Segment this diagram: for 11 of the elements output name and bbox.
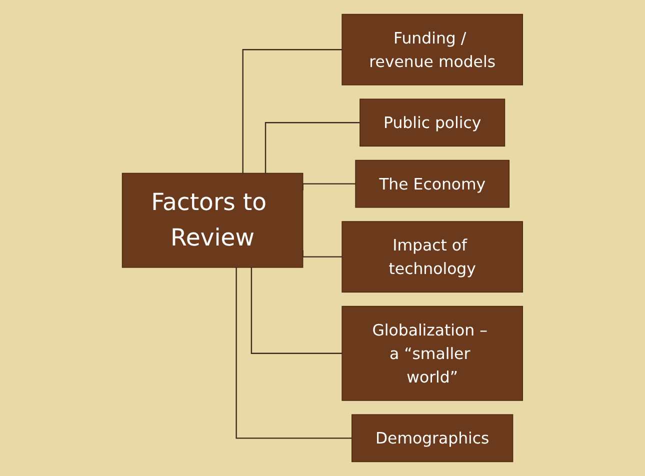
connector bbox=[250, 267, 342, 354]
connector bbox=[242, 49, 342, 174]
node-box: Demographics bbox=[352, 414, 514, 462]
node-box: The Economy bbox=[355, 160, 510, 208]
node-box: Factors to Review bbox=[122, 172, 304, 268]
node-box: Impact of technology bbox=[342, 221, 524, 293]
node-box: Public policy bbox=[360, 98, 506, 147]
node-box: Funding / revenue models bbox=[342, 14, 524, 86]
node-box: Globalization – a “smaller world” bbox=[342, 306, 524, 401]
connector bbox=[236, 267, 352, 439]
connector bbox=[264, 122, 360, 174]
